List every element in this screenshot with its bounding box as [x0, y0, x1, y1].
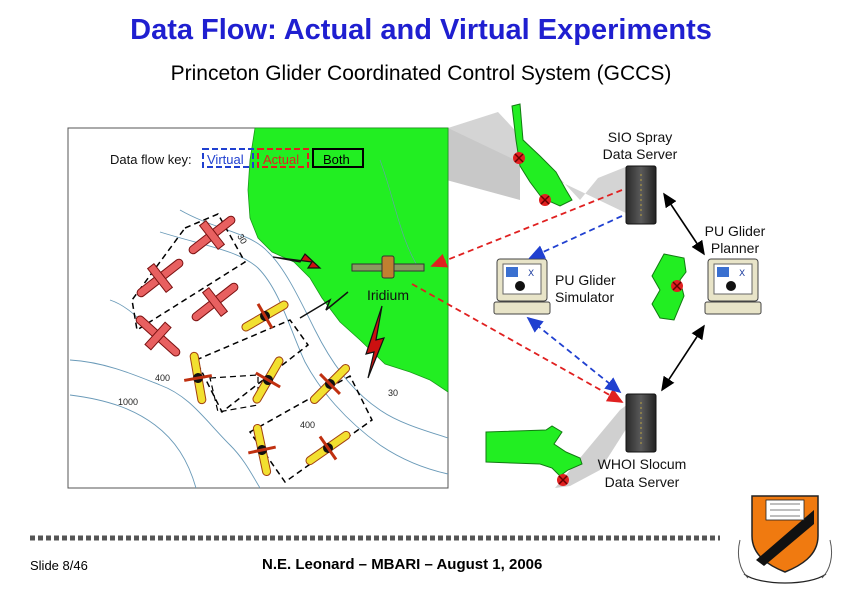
x11-icon: X	[739, 269, 745, 279]
sio-server-icon	[625, 165, 657, 225]
simulator-computer-icon: X	[493, 258, 551, 315]
depth-label-400-mid: 400	[300, 420, 315, 430]
both-flow-sio-planner	[663, 192, 705, 256]
key-actual-box	[257, 148, 309, 168]
key-both-box	[312, 148, 364, 168]
actual-flow-sio-to-iridium	[430, 189, 623, 268]
actual-glider-3	[252, 356, 284, 404]
virtual-glider-2	[188, 215, 236, 255]
river-line	[379, 159, 421, 271]
iridium-satellite-icon	[351, 255, 425, 279]
map-panel: 30 30 400 400 1000 Data flow key: Virtua…	[67, 127, 449, 489]
virtual-glider-4	[135, 315, 181, 357]
whoi-server-label-line1: WHOI Slocum	[598, 456, 687, 472]
simulator-label-line2: Simulator	[555, 289, 614, 305]
lightning-bolt-bottom	[365, 305, 385, 379]
simulator-label-line1: PU Glider	[555, 272, 616, 288]
lightning-line-mid	[299, 291, 349, 319]
virtual-glider-3	[191, 282, 239, 322]
key-virtual-text: Virtual	[207, 152, 244, 167]
sio-location-marker	[513, 152, 525, 164]
new-jersey-map-shape	[651, 253, 687, 321]
depth-label-30-top: 30	[235, 232, 249, 246]
key-both-text: Both	[323, 152, 350, 167]
virtual-glider-1	[136, 258, 184, 298]
actual-glider-5	[247, 423, 277, 477]
depth-label-1000: 1000	[118, 397, 138, 407]
key-virtual-box	[202, 148, 254, 168]
princeton-shield-logo	[737, 495, 833, 584]
formation-outline-mid	[194, 319, 310, 414]
virtual-flow-sio-to-simulator	[528, 215, 623, 259]
planner-label-line1: PU Glider	[705, 223, 766, 239]
whoi-server-icon	[625, 393, 657, 453]
contour-30	[179, 209, 449, 439]
virtual-flow-simulator-whoi	[526, 316, 622, 394]
actual-glider-6	[305, 430, 351, 466]
whoi-location-marker	[557, 474, 569, 486]
massachusetts-map-shape	[485, 425, 583, 477]
california-location-marker	[539, 194, 551, 206]
key-actual-text: Actual	[263, 152, 299, 167]
actual-glider-1	[241, 300, 289, 332]
x11-icon: X	[528, 269, 534, 279]
slide-title: Data Flow: Actual and Virtual Experiment…	[130, 14, 712, 46]
footer-author-venue-date: N.E. Leonard – MBARI – August 1, 2006	[262, 556, 543, 573]
slide-subtitle: Princeton Glider Coordinated Control Sys…	[170, 62, 672, 85]
depth-label-400-left: 400	[155, 373, 170, 383]
california-map-shape	[511, 103, 573, 207]
sio-server-label-line1: SIO Spray	[608, 129, 673, 145]
depth-label-30-bottom: 30	[388, 388, 398, 398]
whoi-server-label-line2: Data Server	[605, 474, 680, 490]
princeton-location-marker	[671, 280, 683, 292]
lightning-bolt-left	[272, 253, 322, 269]
actual-glider-4	[309, 363, 351, 405]
actual-glider-2	[183, 351, 213, 405]
formation-outline-small	[209, 374, 259, 413]
sio-server-label-line2: Data Server	[603, 146, 678, 162]
coastline-land	[247, 127, 449, 393]
contour-400	[159, 231, 449, 475]
contour-deep	[69, 394, 197, 489]
contour-1000	[69, 359, 261, 489]
iridium-label: Iridium	[367, 287, 409, 303]
planner-computer-icon: X	[704, 258, 762, 315]
slide-number: Slide 8/46	[30, 558, 88, 573]
both-flow-planner-whoi	[661, 324, 705, 392]
planner-label-line2: Planner	[711, 240, 760, 256]
formation-outline-lower	[248, 374, 373, 484]
key-label: Data flow key:	[110, 152, 192, 167]
